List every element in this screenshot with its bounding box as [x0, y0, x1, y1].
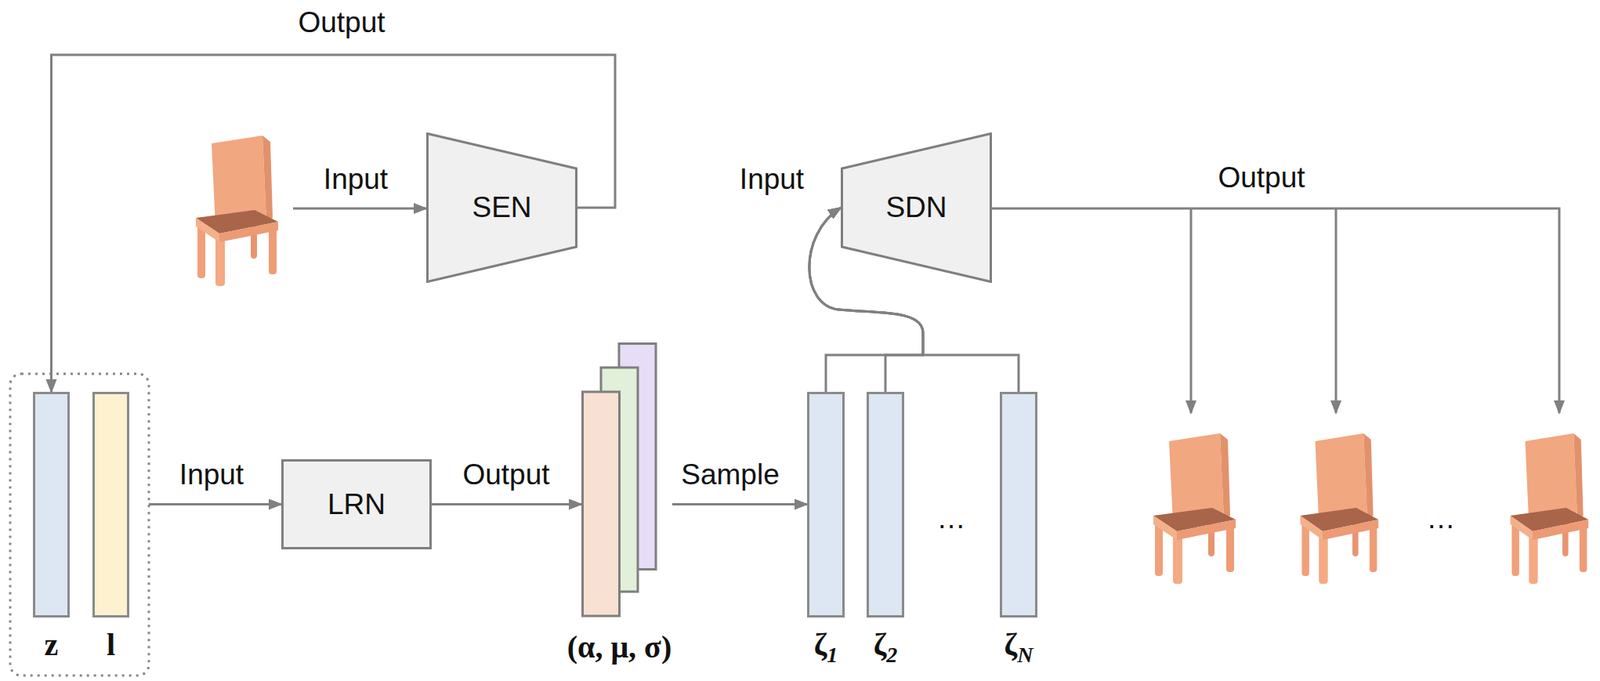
- vector-label: ζ1: [814, 626, 839, 668]
- connector: [148, 503, 282, 506]
- node-title: SDN: [885, 191, 947, 225]
- output-label: Output: [1214, 161, 1308, 195]
- latent-vector: z: [32, 391, 70, 618]
- input-label: Input: [320, 162, 391, 196]
- label-vector: l: [92, 391, 130, 618]
- input-label: Input: [736, 162, 808, 196]
- group-outline: [10, 373, 149, 676]
- vector-label: z: [44, 626, 59, 663]
- connector: [672, 503, 808, 506]
- output-wire: [1335, 208, 1338, 413]
- input-chair: [195, 135, 279, 286]
- edge-label: Output: [294, 6, 388, 40]
- input-arrow: [293, 207, 427, 210]
- encoder-network: SEN: [426, 132, 578, 283]
- output-chair: [1300, 433, 1380, 584]
- node-title: LRN: [327, 488, 386, 522]
- edge-label: Output: [459, 458, 553, 492]
- connector: [431, 503, 582, 506]
- stack-outline: [581, 342, 658, 618]
- vector-label: (α, μ, σ): [567, 628, 672, 666]
- output-chair: [1510, 433, 1590, 584]
- output-wire: [1190, 208, 1193, 413]
- sample-vector: ζ1: [807, 391, 845, 618]
- process-box: LRN: [281, 459, 432, 550]
- sample-vector: ζ2: [866, 391, 905, 618]
- edge-label: Sample: [677, 458, 782, 492]
- edge-label: Input: [176, 458, 247, 492]
- vector-label: ζ2: [873, 626, 898, 668]
- vector-label: ζN: [1004, 626, 1034, 668]
- ellipsis: …: [1423, 502, 1459, 536]
- node-title: SEN: [471, 191, 532, 225]
- sample-vector: ζN: [999, 391, 1038, 618]
- decoder-network: SDN: [840, 132, 992, 283]
- ellipsis: …: [933, 502, 970, 536]
- output-chair: [1153, 433, 1236, 584]
- vector-label: l: [106, 626, 116, 663]
- parameter-stack: (α, μ, σ): [581, 342, 658, 618]
- connector: [51, 54, 616, 392]
- output-wire: [991, 208, 1560, 413]
